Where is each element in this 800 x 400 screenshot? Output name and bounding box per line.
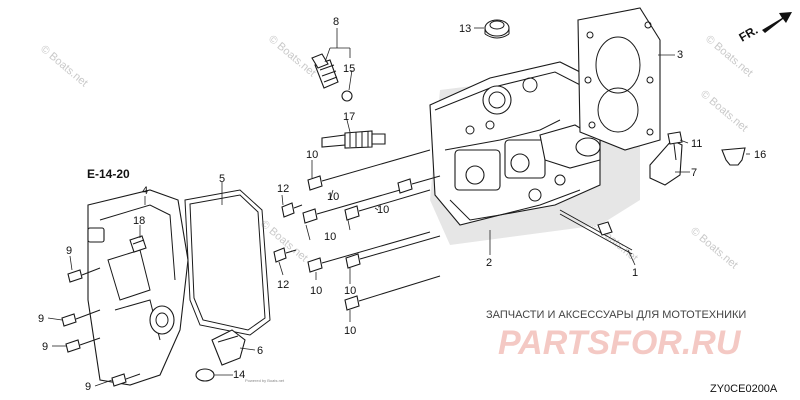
clip — [721, 147, 746, 166]
callout-16: 16 — [754, 149, 766, 161]
callout-6: 6 — [257, 345, 263, 357]
leader-lines — [47, 27, 750, 387]
head-cover — [87, 189, 189, 386]
callout-9-a: 9 — [66, 245, 72, 257]
callout-11: 11 — [691, 138, 702, 150]
diagram-code: ZY0CE0200A — [710, 383, 778, 395]
svg-text:FR.: FR. — [737, 23, 761, 45]
callout-10-b: 10 — [377, 204, 389, 216]
watermark-center: © Boats.net — [266, 33, 318, 79]
callout-14: 14 — [233, 369, 245, 381]
callout-1: 1 — [632, 267, 638, 279]
stud-bolt — [559, 209, 633, 255]
callout-10-d: 10 — [324, 231, 336, 243]
callout-10-c: 10 — [327, 191, 339, 203]
callout-13: 13 — [459, 23, 471, 35]
callout-2: 2 — [486, 257, 492, 269]
callout-3: 3 — [677, 49, 683, 61]
callout-18: 18 — [133, 215, 145, 227]
oil-seal — [484, 19, 510, 39]
callout-9-b: 9 — [38, 313, 44, 325]
spark-plug — [321, 130, 386, 149]
callout-7: 7 — [691, 167, 697, 179]
callout-9-c: 9 — [42, 341, 48, 353]
callout-4: 4 — [142, 185, 148, 197]
callout-9-d: 9 — [85, 381, 91, 393]
watermark-mid: © Boats.net — [698, 88, 750, 134]
breather-nipple — [129, 235, 147, 253]
callout-17: 17 — [343, 111, 355, 123]
temperature-sensor — [311, 53, 339, 89]
head-bolt-icon — [302, 149, 441, 311]
callout-10-g: 10 — [344, 325, 356, 337]
copyright-note: Powered by Boats.net — [245, 378, 285, 383]
callout-5: 5 — [219, 173, 225, 185]
callout-10-a: 10 — [306, 149, 318, 161]
front-arrow-icon: FR. — [737, 12, 792, 45]
bracket-bolt-icon — [667, 131, 683, 161]
head-cover-gasket — [184, 189, 271, 336]
cover-bolt-icon — [61, 267, 141, 387]
bracket — [649, 139, 683, 186]
o-ring — [195, 368, 215, 382]
cylinder-head-gasket — [577, 7, 661, 151]
sensor-washer — [341, 90, 353, 102]
callout-15: 15 — [343, 63, 355, 75]
callout-10-e: 10 — [310, 285, 322, 297]
callout-10-f: 10 — [344, 285, 356, 297]
callout-8: 8 — [333, 16, 339, 28]
watermark-bottom: © Boats.net — [688, 225, 740, 271]
watermark-left: © Boats.net — [38, 43, 90, 89]
callout-12-b: 12 — [277, 279, 289, 291]
section-reference[interactable]: E-14-20 — [87, 167, 130, 181]
small-bolt-icon — [273, 202, 303, 263]
oil-filler-cap — [211, 329, 246, 366]
callout-labels: 8 15 17 13 3 4 18 5 6 14 2 1 7 11 16 9 9… — [38, 16, 766, 393]
promo-brand-logo: PARTSFOR.RU — [498, 324, 742, 362]
promo-text: ЗАПЧАСТИ И АКСЕССУАРЫ ДЛЯ МОТОТЕХНИКИ — [486, 309, 746, 321]
callout-12-a: 12 — [277, 183, 289, 195]
